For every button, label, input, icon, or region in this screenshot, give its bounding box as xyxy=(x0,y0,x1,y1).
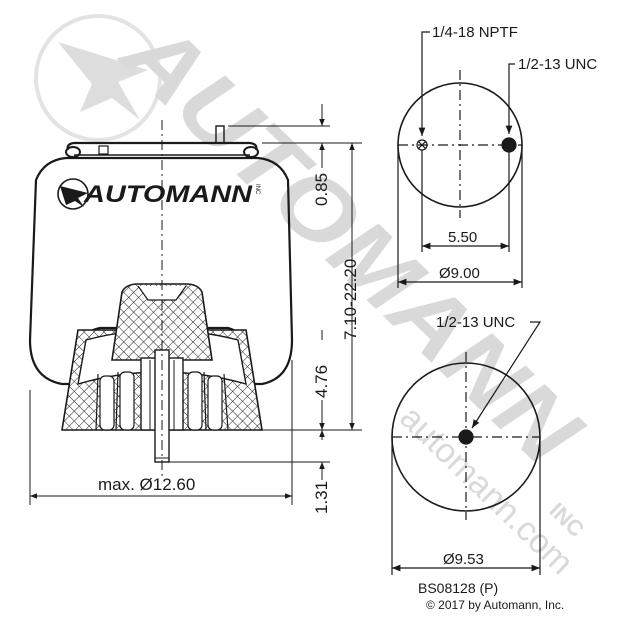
copyright: © 2017 by Automann, Inc. xyxy=(426,598,564,612)
top-spacing-value: 5.50 xyxy=(448,229,477,246)
bottom-stud-hole xyxy=(458,429,474,445)
side-view: AUTOMANN INC xyxy=(28,120,294,478)
top-port-label: 1/4-18 NPTF xyxy=(432,24,518,41)
top-stud-hole xyxy=(501,137,517,153)
top-stud-label: 1/2-13 UNC xyxy=(518,56,597,73)
dim-top-value: 0.85 xyxy=(312,173,331,206)
dim-stud-value: 1.31 xyxy=(312,481,331,514)
top-view xyxy=(397,31,523,288)
side-dimensions xyxy=(29,104,362,505)
dim-height-range-value: 7.10-22.20 xyxy=(341,259,360,340)
top-diameter-value: Ø9.00 xyxy=(439,265,480,282)
bottom-diameter-value: Ø9.53 xyxy=(443,551,484,568)
part-number: BS08128 (P) xyxy=(418,580,498,596)
side-logo: AUTOMANN INC xyxy=(57,178,260,210)
watermark-logo-icon xyxy=(58,42,148,120)
top-stud xyxy=(98,145,109,155)
dim-piston-value: 4.76 xyxy=(312,365,331,398)
bottom-stud-label: 1/2-13 UNC xyxy=(436,314,515,331)
side-logo-icon xyxy=(60,186,88,207)
bottom-view xyxy=(391,321,542,575)
side-logo-text: AUTOMANN xyxy=(83,181,253,208)
side-logo-suffix: INC xyxy=(254,184,260,195)
dim-max-diameter-value: max. Ø12.60 xyxy=(98,475,195,494)
watermark-logo-circle xyxy=(34,14,162,142)
